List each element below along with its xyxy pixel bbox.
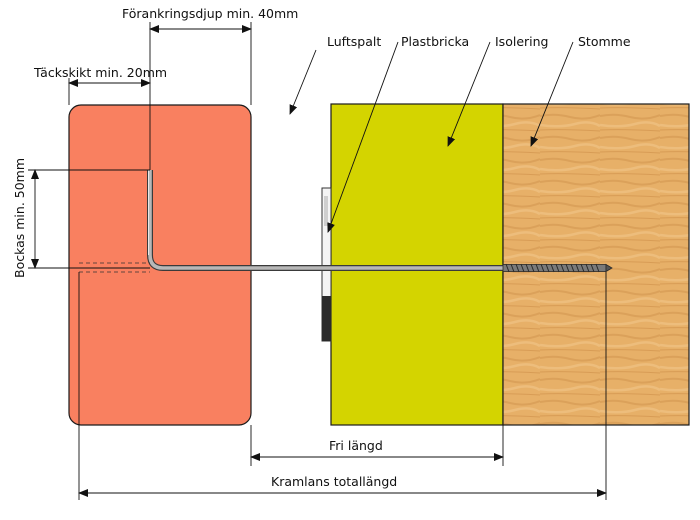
leader-frame [530, 41, 574, 147]
dimension-anchor-depth [149, 22, 252, 170]
dimension-total-length [78, 272, 607, 500]
label-frame: Stomme [578, 34, 631, 49]
label-bend: Bockas min. 50mm [12, 158, 27, 278]
leader-insulation [447, 41, 491, 147]
hidden-line [79, 262, 150, 273]
wall-tie [147, 170, 613, 273]
leader-air-gap [289, 49, 317, 115]
label-air-gap: Luftspalt [327, 34, 381, 49]
insulation-block [330, 103, 504, 426]
label-anchor-depth: Förankringsdjup min. 40mm [122, 6, 298, 21]
label-total-length: Kramlans totallängd [271, 474, 397, 489]
tie-screw-thread [502, 263, 613, 273]
leader-plastic-washer [327, 41, 399, 233]
label-plastic-washer: Plastbricka [401, 34, 469, 49]
dimension-cover-layer [68, 78, 151, 105]
label-free-length: Fri längd [329, 438, 383, 453]
plastic-washer [321, 187, 332, 342]
dimension-free-length [250, 425, 504, 466]
label-insulation: Isolering [495, 34, 548, 49]
dimension-bend [28, 169, 150, 269]
label-cover-layer: Täckskikt min. 20mm [33, 65, 167, 80]
